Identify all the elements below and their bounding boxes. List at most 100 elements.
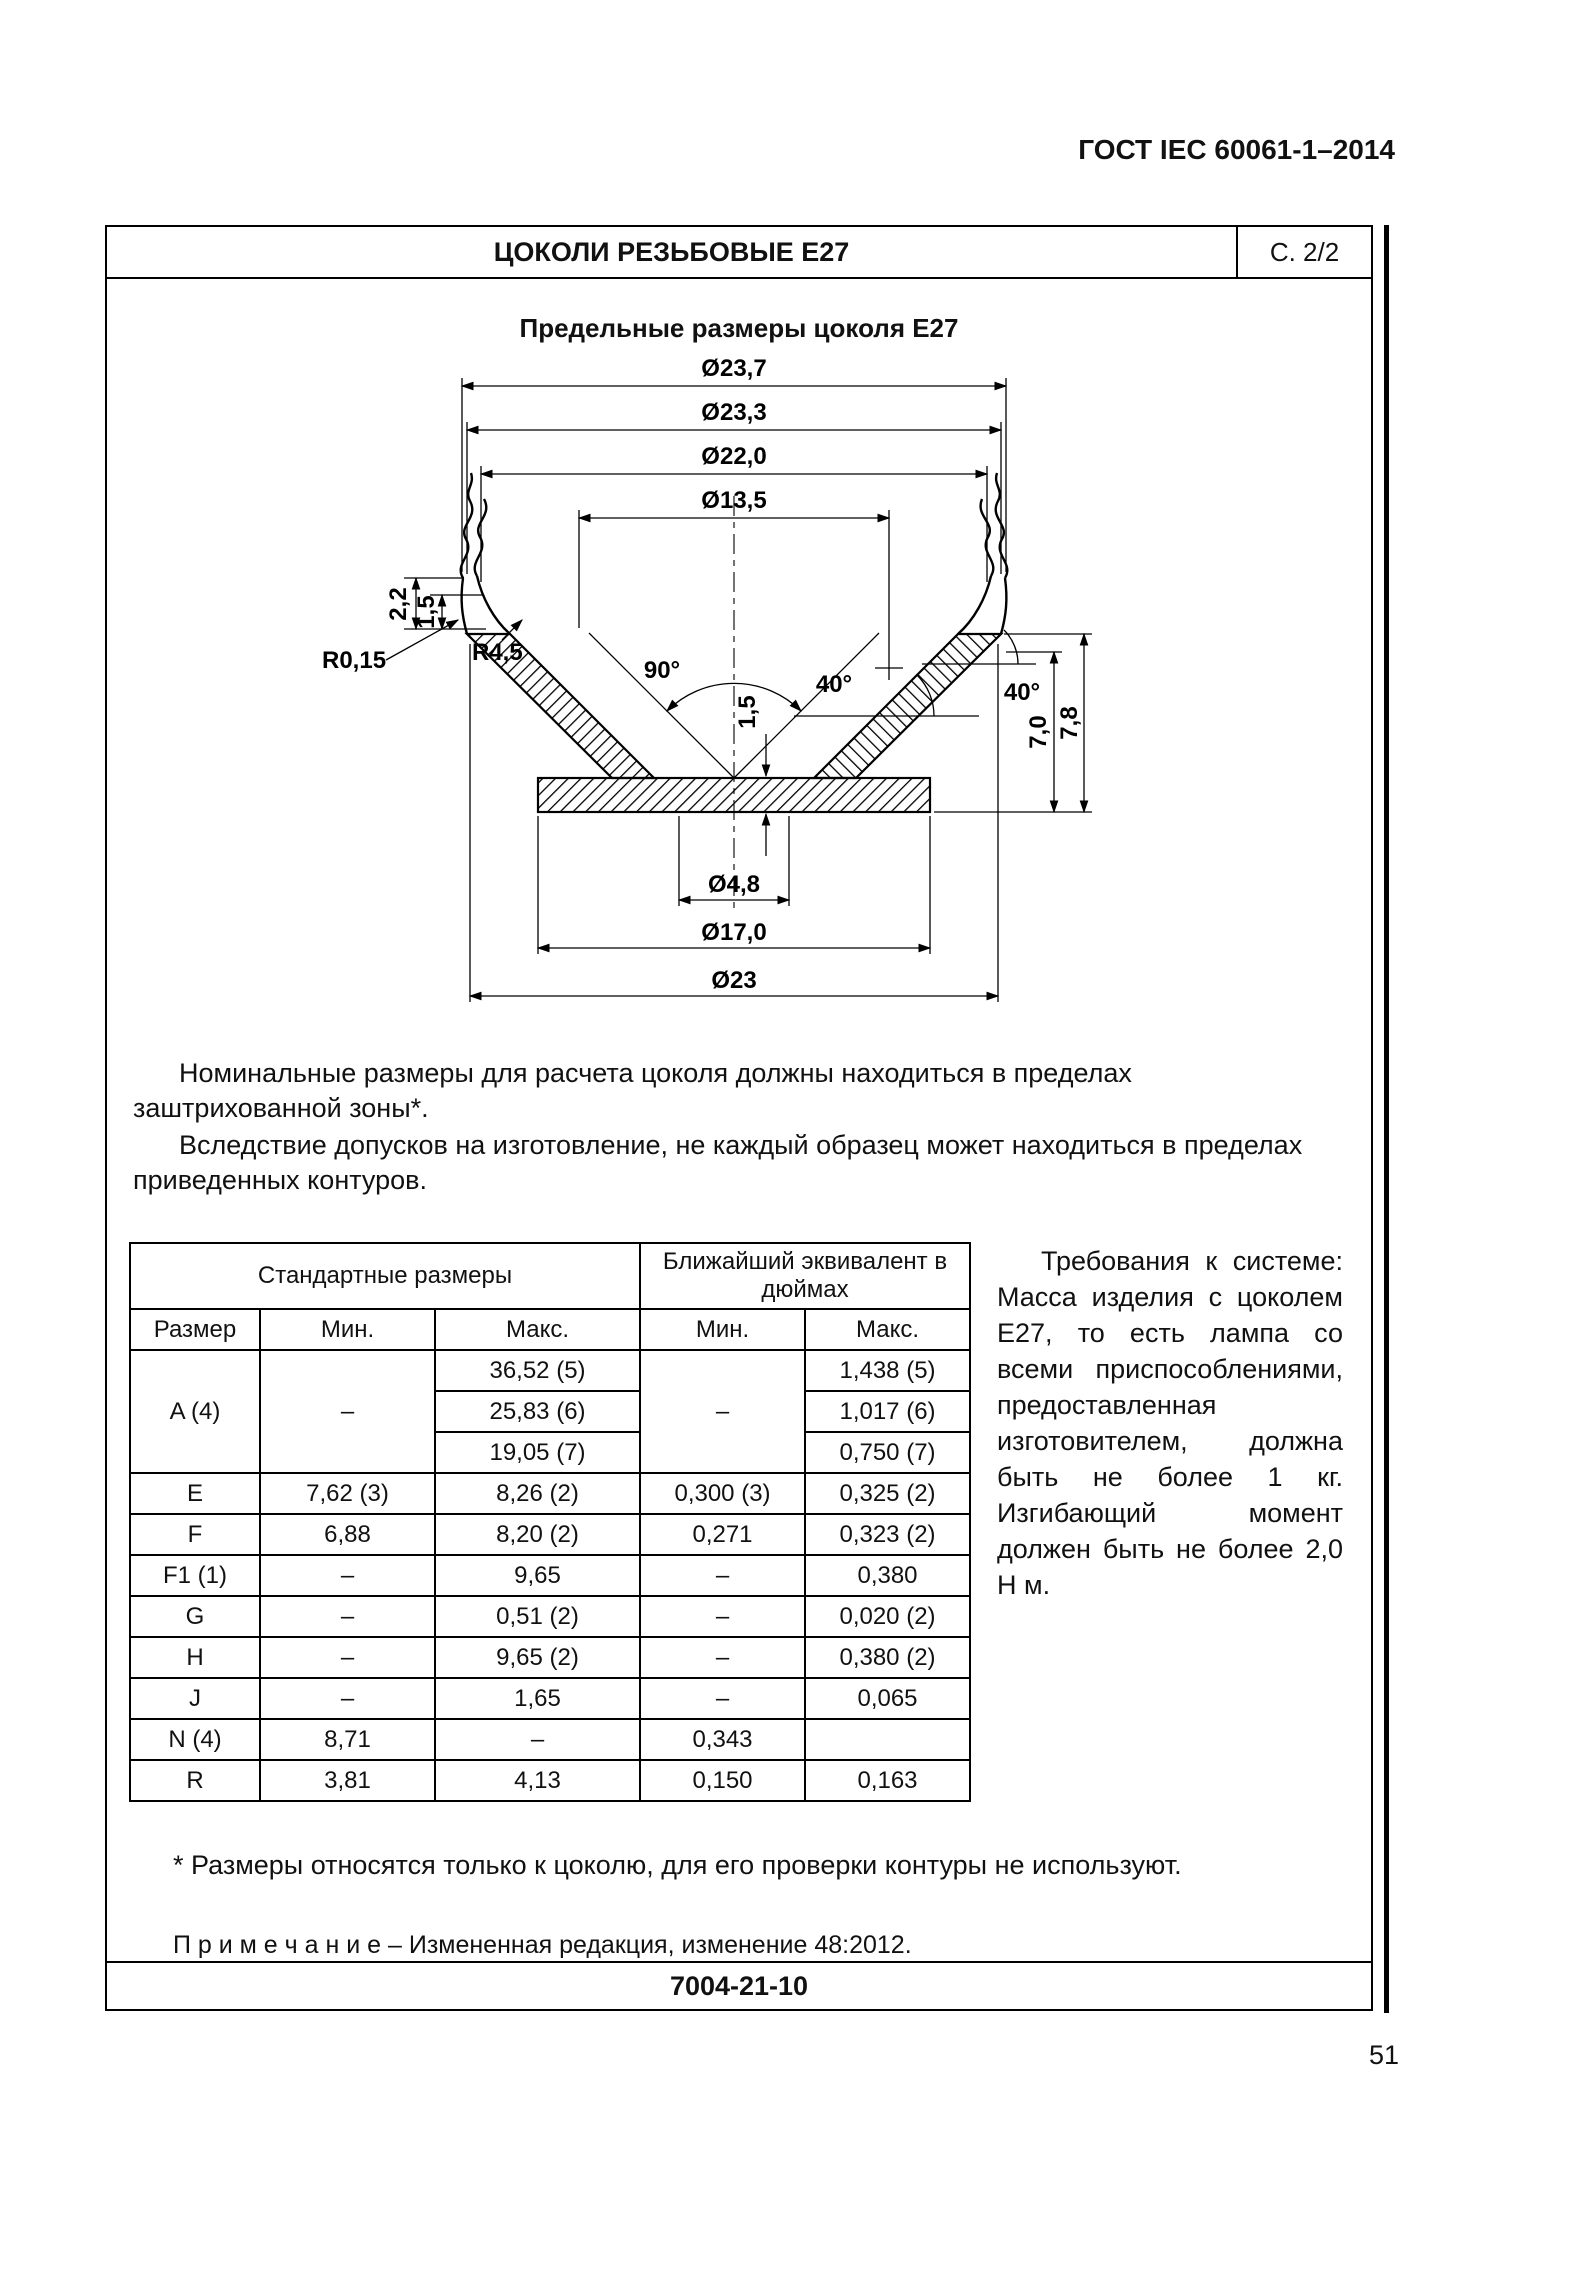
bottom-contact-hatched-zone xyxy=(536,776,932,814)
remark: П р и м е ч а н и е – Измененная редакци… xyxy=(133,1931,1345,1960)
sheet-footer: 7004-21-10 xyxy=(107,1961,1371,2009)
table-cell: – xyxy=(434,1718,641,1762)
dim-label-1-5-bottom: 1,5 xyxy=(734,695,761,728)
dim-label-d13-5: Ø13,5 xyxy=(701,487,766,514)
table-cell: 1,65 xyxy=(434,1677,641,1721)
right-dimensions: 7,0 7,8 xyxy=(934,632,1092,814)
table-cell: 1,438 (5) xyxy=(804,1349,971,1393)
table-cell: 6,88 xyxy=(259,1513,436,1557)
table-cell: – xyxy=(639,1554,806,1598)
document-header: ГОСТ IEC 60061-1–2014 xyxy=(1078,134,1395,166)
table-cell: – xyxy=(639,1595,806,1639)
footnote: * Размеры относятся только к цоколю, для… xyxy=(173,1850,1182,1881)
table-cell: 1,017 (6) xyxy=(804,1390,971,1434)
table-row: N (4) 8,71 – 0,343 xyxy=(129,1718,971,1762)
table-cell: 4,13 xyxy=(434,1759,641,1803)
table-cell: E xyxy=(129,1472,261,1516)
table-header-row: Размер Мин. Макс. Мин. Макс. xyxy=(129,1308,971,1352)
left-skirt-inner xyxy=(475,575,511,635)
table-cell: – xyxy=(259,1595,436,1639)
right-thread-profile xyxy=(994,472,1009,579)
sheet-header: ЦОКОЛИ РЕЗЬБОВЫЕ E27 С. 2/2 xyxy=(107,227,1371,279)
table-cell: 36,52 (5) xyxy=(434,1349,641,1393)
col-header-inch-min: Мин. xyxy=(639,1308,806,1352)
table-cell: A (4) xyxy=(129,1349,261,1475)
dimensions-table: Стандартные размеры Ближайший эквивалент… xyxy=(129,1242,971,1803)
table-cell: F xyxy=(129,1513,261,1557)
table-cell: 19,05 (7) xyxy=(434,1431,641,1475)
group-header-inches: Ближайший эквивалент в дюймах xyxy=(639,1242,971,1311)
col-header-size: Размер xyxy=(129,1308,261,1352)
dim-label-90deg: 90° xyxy=(644,657,680,684)
top-dimensions: Ø23,7 Ø23,3 Ø22,0 Ø13,5 xyxy=(460,355,1008,680)
table-cell: 0,150 xyxy=(639,1759,806,1803)
col-header-inch-max: Макс. xyxy=(804,1308,971,1352)
requirements-text: Требования к системе: Масса изделия с цо… xyxy=(997,1246,1343,1600)
table-cell: 0,325 (2) xyxy=(804,1472,971,1516)
angle-dimensions: 90° 40° 40° xyxy=(588,629,1040,779)
remark-text: – Измененная редакция, изменение 48:2012… xyxy=(388,1931,912,1960)
table-cell: 9,65 xyxy=(434,1554,641,1598)
table-cell: – xyxy=(259,1554,436,1598)
table-cell: 0,750 (7) xyxy=(804,1431,971,1475)
remark-label: П р и м е ч а н и е xyxy=(173,1931,382,1960)
table-row: 25,83 (6) 1,017 (6) xyxy=(130,1390,971,1434)
table-row: F1 (1) – 9,65 – 0,380 xyxy=(129,1554,971,1598)
right-skirt-inner xyxy=(957,575,993,635)
table-cell: – xyxy=(259,1636,436,1680)
sheet-page-ref: С. 2/2 xyxy=(1236,227,1371,277)
dim-label-7-8: 7,8 xyxy=(1056,706,1083,739)
table-cell: 8,20 (2) xyxy=(434,1513,641,1557)
table-row: R 3,81 4,13 0,150 0,163 xyxy=(129,1759,971,1803)
table-and-requirements: Стандартные размеры Ближайший эквивалент… xyxy=(129,1242,1349,1803)
dim-label-d23: Ø23 xyxy=(711,967,756,994)
table-cell: 0,380 xyxy=(804,1554,971,1598)
dim-label-2-2: 2,2 xyxy=(385,587,412,620)
table-cell: 3,81 xyxy=(259,1759,436,1803)
table-cell: – xyxy=(639,1636,806,1680)
table-cell: H xyxy=(129,1636,261,1680)
col-header-max: Макс. xyxy=(434,1308,641,1352)
left-thread-profile-inner xyxy=(473,498,488,577)
dim-label-40deg-outer: 40° xyxy=(1004,679,1040,706)
note-paragraph-1: Номинальные размеры для расчета цоколя д… xyxy=(133,1058,1132,1124)
dim-label-d23-3: Ø23,3 xyxy=(701,399,766,426)
table-cell: J xyxy=(129,1677,261,1721)
table-row: E 7,62 (3) 8,26 (2) 0,300 (3) 0,325 (2) xyxy=(129,1472,971,1516)
drawing-title: Предельные размеры цоколя E27 xyxy=(519,313,959,343)
left-thread-profile xyxy=(459,472,474,579)
table-cell: N (4) xyxy=(129,1718,261,1762)
dim-label-d23-7: Ø23,7 xyxy=(701,355,766,382)
dim-label-1-5-left: 1,5 xyxy=(413,595,440,628)
table-cell: G xyxy=(129,1595,261,1639)
table-cell: 25,83 (6) xyxy=(434,1390,641,1434)
bottom-dimensions: 1,5 Ø4,8 Ø17,0 Ø23 xyxy=(468,644,1000,1002)
dim-label-d22-0: Ø22,0 xyxy=(701,443,766,470)
table-group-header-row: Стандартные размеры Ближайший эквивалент… xyxy=(129,1242,971,1311)
technical-drawing: Ø23,7 Ø23,3 Ø22,0 Ø13,5 2,2 1,5 R xyxy=(322,355,1092,1002)
table-row: A (4) – 36,52 (5) – 1,438 (5) xyxy=(129,1349,971,1475)
table-cell: 0,380 (2) xyxy=(804,1636,971,1680)
table-row: H – 9,65 (2) – 0,380 (2) xyxy=(129,1636,971,1680)
table-cell: – xyxy=(639,1677,806,1721)
dim-label-7-0: 7,0 xyxy=(1025,715,1052,748)
sheet-title: ЦОКОЛИ РЕЗЬБОВЫЕ E27 xyxy=(493,237,850,267)
table-cell: R xyxy=(129,1759,261,1803)
table-cell: – xyxy=(259,1677,436,1721)
table-cell: – xyxy=(259,1349,436,1475)
table-cell: 0,163 xyxy=(804,1759,971,1803)
sheet-box: ЦОКОЛИ РЕЗЬБОВЫЕ E27 С. 2/2 Предельные р… xyxy=(105,225,1373,2011)
dim-label-r4-5: R4,5 xyxy=(472,639,523,666)
table-cell xyxy=(804,1718,971,1762)
table-cell: F1 (1) xyxy=(129,1554,261,1598)
right-heavy-rule xyxy=(1384,225,1389,2013)
col-header-min: Мин. xyxy=(259,1308,436,1352)
page-number: 51 xyxy=(1368,2040,1399,2070)
table-row: G – 0,51 (2) – 0,020 (2) xyxy=(129,1595,971,1639)
table-cell: 0,271 xyxy=(639,1513,806,1557)
dim-label-d17-0: Ø17,0 xyxy=(701,919,766,946)
table-row: J – 1,65 – 0,065 xyxy=(129,1677,971,1721)
table-cell: 0,343 xyxy=(639,1718,806,1762)
left-skirt-outer xyxy=(460,577,469,635)
note-paragraph-2: Вследствие допусков на изготовление, не … xyxy=(133,1130,1303,1196)
